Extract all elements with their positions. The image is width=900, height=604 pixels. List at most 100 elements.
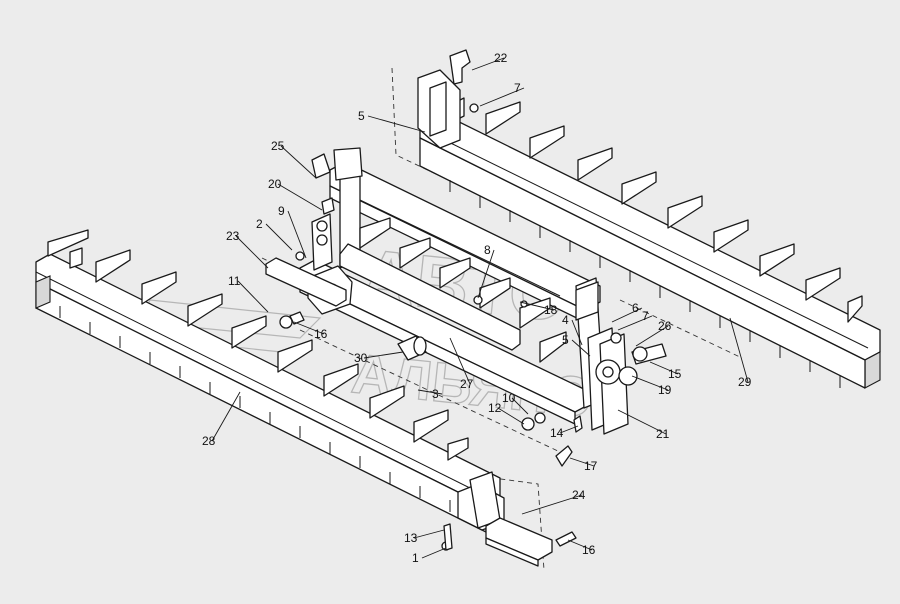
callout-number: 28 — [202, 434, 216, 448]
leader-line — [631, 375, 669, 391]
callout-number: 13 — [404, 531, 418, 545]
callout-10: 10 — [502, 391, 529, 415]
callout-number: 7 — [642, 309, 649, 323]
leader-line — [413, 529, 445, 539]
leader-line — [235, 235, 269, 269]
leader-line — [477, 249, 495, 299]
part-24-drawbar — [485, 517, 553, 567]
callout-number: 5 — [358, 109, 365, 123]
leader-line — [363, 351, 404, 359]
callout-16: 16 — [293, 321, 328, 341]
callout-27: 27 — [449, 337, 474, 391]
leader-line — [479, 87, 525, 107]
callout-4: 4 — [562, 313, 583, 346]
callout-24: 24 — [521, 488, 586, 515]
callout-3: 3 — [417, 387, 443, 401]
callout-number: 12 — [488, 401, 502, 415]
callout-number: 30 — [354, 351, 368, 365]
leader-line — [265, 223, 293, 251]
leader-line — [521, 494, 583, 515]
callout-number: 22 — [494, 51, 508, 65]
leader-line — [635, 325, 669, 347]
leader-line — [277, 183, 323, 211]
right-hitch-assembly — [587, 327, 667, 435]
leader-line — [367, 115, 426, 133]
leader-line — [449, 337, 471, 385]
callout-25: 25 — [271, 139, 317, 179]
callout-number: 11 — [228, 274, 241, 288]
part-22-bracket — [449, 49, 471, 85]
callout-number: 4 — [562, 313, 569, 327]
callout-12: 12 — [488, 401, 525, 425]
callout-number: 16 — [314, 327, 328, 341]
leader-line — [293, 321, 325, 335]
callout-1: 1 — [412, 547, 447, 565]
leader-line — [611, 307, 643, 323]
callout-number: 9 — [278, 204, 285, 218]
callout-29: 29 — [729, 317, 752, 389]
leader-line — [511, 397, 529, 415]
leader-line — [211, 391, 241, 442]
callout-number: 15 — [668, 367, 682, 381]
callout-number: 5 — [562, 333, 569, 347]
callout-number: 16 — [582, 543, 596, 557]
leader-line — [571, 339, 591, 357]
callout-6: 6 — [611, 301, 643, 323]
leader-line — [617, 409, 667, 435]
callout-14: 14 — [550, 425, 579, 440]
callout-number: 10 — [502, 391, 516, 405]
callout-5: 5 — [358, 109, 426, 133]
leader-line — [519, 301, 555, 311]
callout-18: 18 — [519, 301, 558, 317]
leader-line — [421, 547, 447, 559]
leader-line — [617, 315, 653, 331]
part-16-pin-lower — [555, 531, 577, 547]
callout-number: 14 — [550, 426, 564, 440]
callout-number: 27 — [460, 377, 474, 391]
callout-number: 8 — [484, 243, 491, 257]
leader-line — [287, 210, 307, 259]
callout-number: 21 — [656, 427, 670, 441]
leader-line — [497, 407, 525, 425]
callout-13: 13 — [404, 529, 445, 545]
callout-28: 28 — [202, 391, 241, 448]
central-frame — [299, 147, 605, 425]
left-hitch-bracket — [265, 153, 353, 315]
callout-21: 21 — [617, 409, 670, 441]
callout-9: 9 — [278, 204, 307, 259]
callout-number: 24 — [572, 488, 586, 502]
callout-number: 6 — [632, 301, 639, 315]
leader-line — [417, 389, 443, 395]
callout-26: 26 — [635, 319, 672, 347]
callout-number: 2 — [256, 217, 263, 231]
callout-number: 19 — [658, 383, 672, 397]
callout-15: 15 — [649, 361, 682, 381]
callout-5: 5 — [562, 333, 591, 357]
callout-number: 7 — [514, 81, 521, 95]
callout-number: 29 — [738, 375, 752, 389]
callout-number: 17 — [584, 459, 598, 473]
front-harrow-beam — [35, 229, 505, 533]
callout-23: 23 — [226, 229, 269, 269]
callout-number: 18 — [544, 303, 558, 317]
callout-17: 17 — [569, 457, 598, 473]
callout-7: 7 — [617, 309, 653, 331]
callout-number: 3 — [432, 387, 439, 401]
rear-harrow-beam — [417, 69, 881, 389]
leader-line — [729, 317, 749, 383]
callout-19: 19 — [631, 375, 672, 397]
callout-11: 11 — [228, 274, 269, 313]
part-30-cylinder — [397, 335, 427, 361]
callout-2: 2 — [256, 217, 293, 251]
leader-line — [569, 457, 595, 467]
callout-16: 16 — [567, 539, 596, 557]
callout-8: 8 — [477, 243, 495, 299]
leader-line — [559, 425, 579, 434]
leader-line — [237, 280, 269, 313]
callout-30: 30 — [354, 351, 404, 365]
callout-number: 26 — [658, 319, 672, 333]
callout-20: 20 — [268, 177, 323, 211]
